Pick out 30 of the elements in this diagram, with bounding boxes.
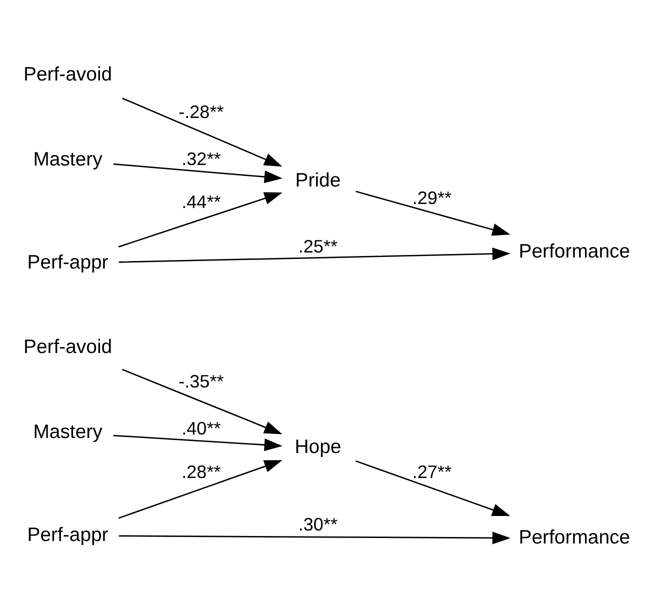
arrow xyxy=(118,532,510,544)
node-text: Performance xyxy=(518,240,630,262)
node-text: Mastery xyxy=(33,420,102,443)
edge-label: .29** xyxy=(412,188,452,208)
edge-label: -.35** xyxy=(178,371,224,392)
node-text: Mastery xyxy=(33,148,102,171)
edge-label: .30** xyxy=(298,514,338,535)
arrow xyxy=(118,192,282,248)
node-text: Performance xyxy=(518,526,630,549)
node-text: Pride xyxy=(295,169,341,192)
edge-label: .27** xyxy=(412,462,452,482)
node-text: Perf-avoid xyxy=(23,336,112,358)
edge-label: .44** xyxy=(182,192,221,212)
arrow xyxy=(122,98,282,167)
node-text: Perf-appr xyxy=(27,251,108,274)
edge-label: .32** xyxy=(182,149,221,170)
node-text: Perf-avoid xyxy=(23,64,112,86)
arrow xyxy=(113,434,282,452)
node-text: Hope xyxy=(294,436,342,458)
edge-label: .25** xyxy=(298,236,338,257)
arrow xyxy=(356,190,510,236)
edge-label: -.28** xyxy=(178,102,224,122)
arrow xyxy=(113,163,282,184)
arrow xyxy=(118,460,282,519)
edge-label: .28** xyxy=(182,462,221,482)
arrow xyxy=(118,248,510,263)
node-text: Perf-appr xyxy=(27,524,108,546)
edge-label: .40** xyxy=(182,418,221,439)
arrow xyxy=(355,460,510,516)
arrow xyxy=(122,368,282,434)
